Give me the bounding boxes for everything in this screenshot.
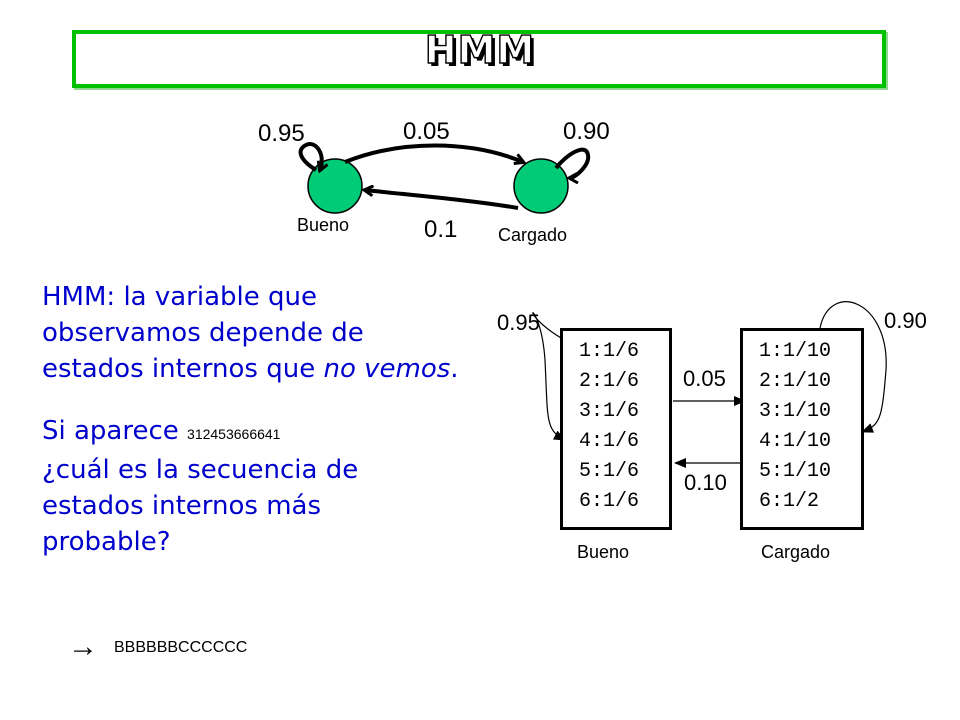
question-line: probable?	[42, 527, 171, 557]
cargado-to-bueno-prob: 0.10	[684, 470, 727, 495]
bueno-box-label: Bueno	[577, 542, 630, 562]
bueno-self-prob: 0.95	[497, 310, 540, 335]
emission-row: 5:1/6	[579, 460, 640, 483]
self-loop-bueno	[298, 142, 322, 170]
self-loop-bueno-box	[532, 312, 569, 441]
question-line: ¿cuál es la secuencia de	[42, 455, 359, 485]
explanation-text: HMM: la variable que observamos depende …	[42, 279, 512, 560]
transition-bueno-to-cargado	[344, 143, 523, 163]
emission-box-bueno: 1:1/6 2:1/6 3:1/6 4:1/6 5:1/6 6:1/6	[560, 328, 672, 530]
page-title: HMM	[424, 27, 536, 72]
explanation-line: observamos depende de	[42, 318, 364, 348]
state-label-cargado: Cargado	[498, 225, 568, 245]
emission-row: 4:1/6	[579, 430, 640, 453]
observed-sequence: 312453666641	[187, 426, 281, 442]
cargado-box-label: Cargado	[761, 542, 831, 562]
explanation-spacer	[42, 387, 512, 413]
emission-row: 1:1/6	[579, 340, 640, 363]
emission-row: 6:1/6	[579, 490, 640, 513]
explanation-line: estados internos que no vemos.	[42, 354, 459, 384]
prob-self-cargado: 0.90	[563, 118, 610, 145]
question-line: Si aparece 312453666641	[42, 416, 281, 446]
prob-cargado-to-bueno: 0.1	[424, 216, 458, 243]
prob-bueno-to-cargado: 0.05	[403, 118, 450, 145]
state-label-bueno: Bueno	[297, 215, 350, 235]
prob-self-bueno: 0.95	[258, 120, 305, 147]
emission-row: 1:1/10	[759, 340, 832, 363]
self-loop-cargado	[554, 147, 591, 178]
explanation-line: HMM: la variable que	[42, 282, 317, 312]
emission-row: 3:1/6	[579, 400, 640, 423]
right-arrow-icon: →	[68, 630, 98, 663]
emission-row: 2:1/10	[759, 370, 832, 393]
self-loop-cargado-box	[819, 301, 887, 433]
emission-row: 5:1/10	[759, 460, 832, 483]
state-node-bueno	[307, 158, 363, 214]
question-line: estados internos más	[42, 491, 322, 521]
answer-sequence: BBBBBBCCCCCC	[114, 639, 248, 656]
state-node-cargado	[513, 158, 569, 214]
emission-box-cargado: 1:1/10 2:1/10 3:1/10 4:1/10 5:1/10 6:1/2	[740, 328, 864, 530]
cargado-self-prob: 0.90	[884, 308, 927, 333]
bueno-to-cargado-prob: 0.05	[683, 366, 726, 391]
emission-row: 3:1/10	[759, 400, 832, 423]
answer-line: → BBBBBBCCCCCC	[68, 630, 247, 664]
transition-cargado-to-bueno	[365, 190, 519, 210]
title-banner	[72, 30, 886, 88]
emission-row: 4:1/10	[759, 430, 832, 453]
emission-row: 2:1/6	[579, 370, 640, 393]
emission-row: 6:1/2	[759, 490, 820, 513]
